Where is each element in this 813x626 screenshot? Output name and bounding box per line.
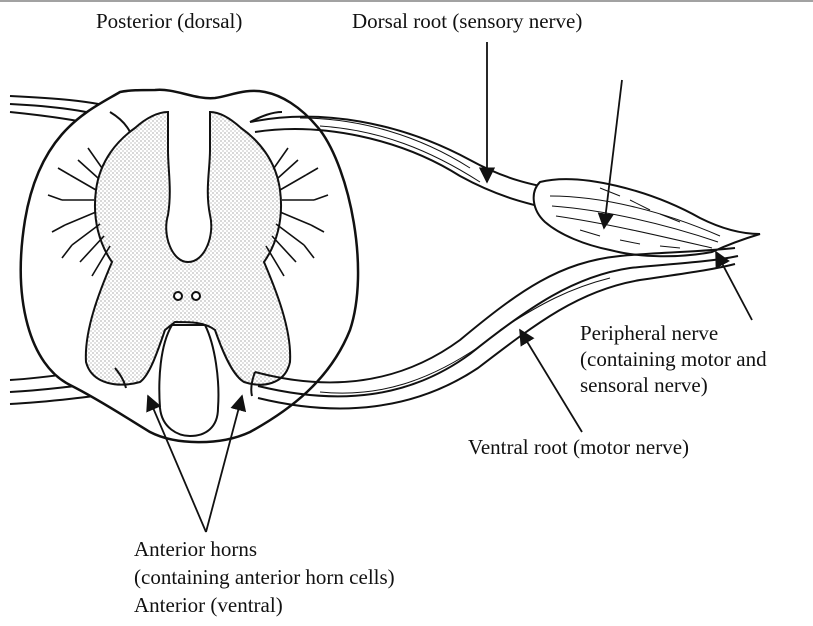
ventral-root-label: Ventral root (motor nerve)	[468, 434, 689, 460]
peripheral-nerve-label-line1: Peripheral nerve	[580, 320, 718, 346]
anterior-label: Anterior (ventral)	[134, 592, 283, 618]
central-canal-dot-right	[192, 292, 200, 300]
anterior-median-fissure	[159, 325, 218, 436]
posterior-label: Posterior (dorsal)	[96, 8, 242, 34]
peripheral-nerve-label-line3: sensoral nerve)	[580, 372, 708, 398]
anterior-horns-label-line1: Anterior horns	[134, 536, 257, 562]
ventral-root-arrow	[520, 330, 582, 432]
central-canal-dot-left	[174, 292, 182, 300]
peripheral-nerve-lower-arrow	[716, 252, 752, 320]
dorsal-root-label: Dorsal root (sensory nerve)	[352, 8, 582, 34]
anterior-horns-label-line2: (containing anterior horn cells)	[134, 564, 395, 590]
peripheral-nerve-label-line2: (containing motor and	[580, 346, 767, 372]
